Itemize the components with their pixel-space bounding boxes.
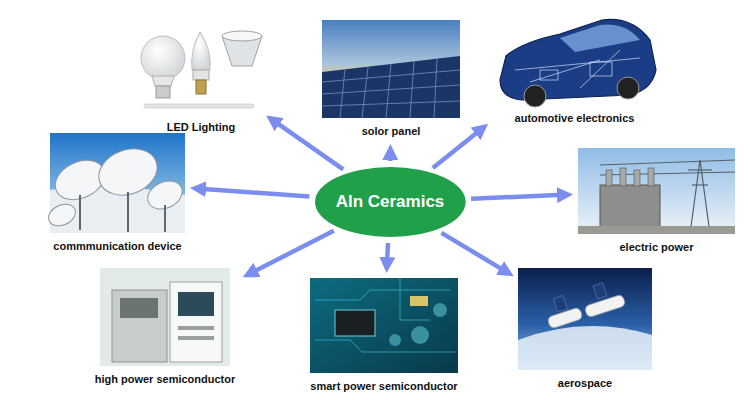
picture-slot xyxy=(322,20,460,118)
arrow-connector xyxy=(252,231,334,273)
label-holder: high power semiconductor xyxy=(92,366,239,387)
hub-label: Aln Ceramics xyxy=(336,192,445,212)
application-item: aerospace xyxy=(518,268,652,391)
application-label: smart power semiconductor xyxy=(310,380,457,393)
arrow-connector xyxy=(471,195,563,199)
high-power-semiconductor-picture xyxy=(100,268,230,366)
arrow-connector xyxy=(388,154,393,161)
picture-slot xyxy=(310,278,458,373)
arrow-connector xyxy=(385,243,390,263)
label-holder: solor panel xyxy=(322,118,460,139)
application-label: aerospace xyxy=(558,377,612,390)
electric-power-picture xyxy=(578,148,735,234)
label-holder: smart power semiconductor xyxy=(307,373,460,394)
label-holder: aerospace xyxy=(518,370,652,391)
picture-slot xyxy=(140,26,262,114)
label-holder: commmunication device xyxy=(50,233,185,254)
picture-slot xyxy=(518,268,652,370)
smart-power-semiconductor-picture xyxy=(310,278,458,373)
solar-panel-picture xyxy=(322,20,460,118)
label-holder: electric power xyxy=(578,234,735,255)
application-label: LED Lighting xyxy=(167,121,235,134)
application-item: smart power semiconductor xyxy=(307,278,460,394)
communication-picture xyxy=(45,133,187,233)
picture-slot xyxy=(50,133,185,233)
picture-slot xyxy=(578,148,735,234)
application-item: commmunication device xyxy=(50,133,185,254)
picture-slot xyxy=(100,268,230,366)
application-label: electric power xyxy=(620,241,694,254)
picture-slot xyxy=(492,5,657,105)
arrow-connector xyxy=(274,121,343,169)
application-label: solor panel xyxy=(362,125,421,138)
aerospace-picture xyxy=(518,268,652,370)
application-label: high power semiconductor xyxy=(95,373,236,386)
hub-ellipse: Aln Ceramics xyxy=(314,166,467,238)
label-holder: LED Lighting xyxy=(140,114,262,135)
ellipse-fill xyxy=(315,167,466,237)
application-label: automotive electronics xyxy=(515,112,635,125)
led-lighting-picture xyxy=(141,31,262,108)
application-item: LED Lighting xyxy=(140,26,262,135)
application-item: automotive electronics xyxy=(492,5,657,126)
application-item: electric power xyxy=(578,148,735,255)
arrow-connector xyxy=(200,189,310,197)
label-holder: automotive electronics xyxy=(492,105,657,126)
application-label: commmunication device xyxy=(53,240,181,253)
application-item: solor panel xyxy=(322,20,460,139)
automotive-picture xyxy=(500,19,656,107)
arrow-connector xyxy=(441,233,505,271)
application-item: high power semiconductor xyxy=(92,268,239,387)
arrow-connector xyxy=(433,130,480,168)
